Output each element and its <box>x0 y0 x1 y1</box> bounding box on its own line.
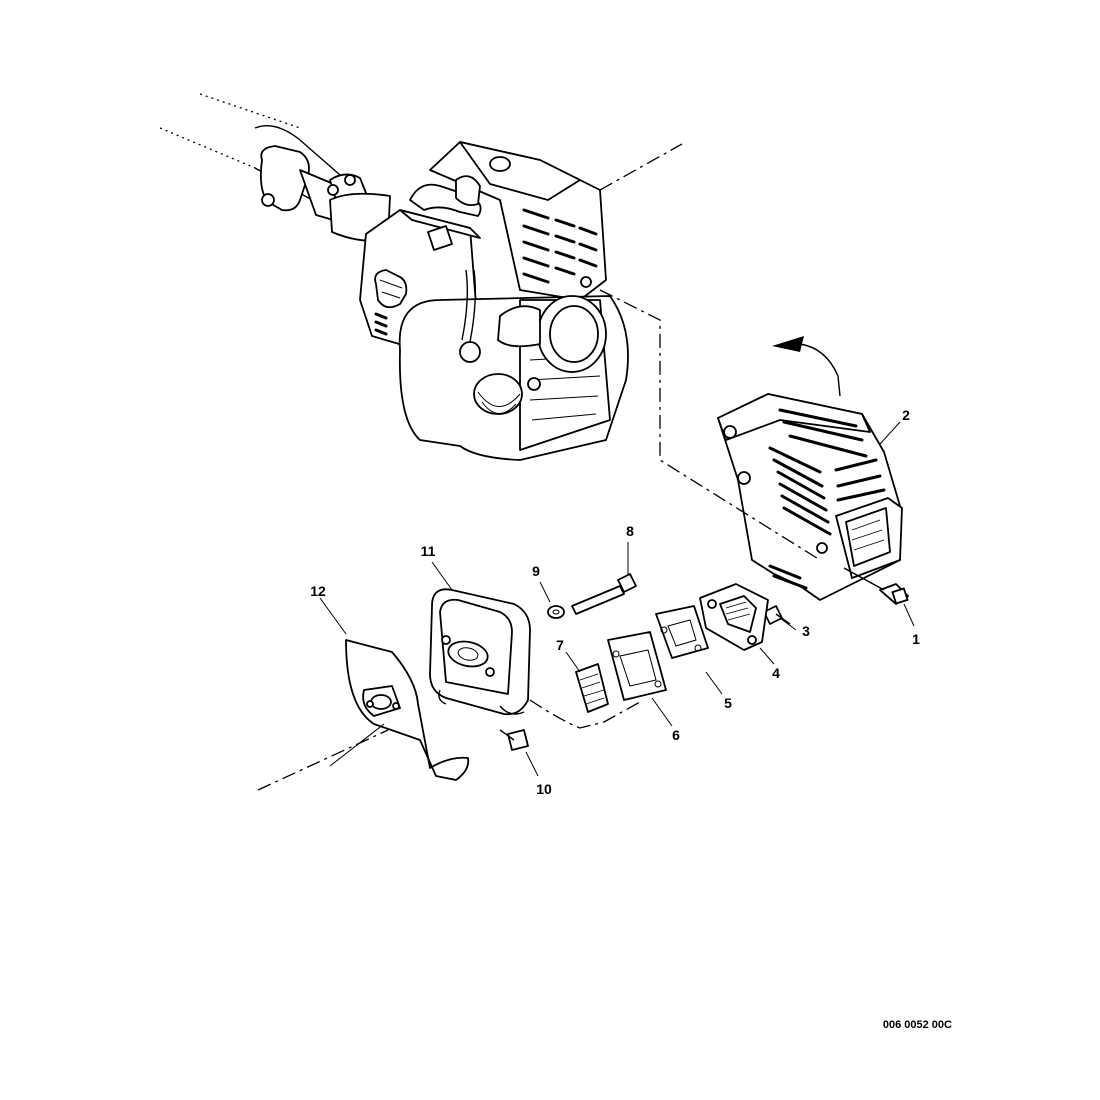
part-5-gasket <box>655 605 709 659</box>
part-10-bolt <box>499 729 529 751</box>
callout-7: 7 <box>556 637 564 653</box>
part-8-bolt <box>571 573 637 615</box>
callout-5: 5 <box>724 695 732 711</box>
callout-1: 1 <box>912 631 920 647</box>
callout-2: 2 <box>902 407 910 423</box>
part-6-gasket <box>607 631 667 701</box>
part-9-washer <box>547 605 565 619</box>
cylinder-fins <box>522 208 598 284</box>
callout-11: 11 <box>421 543 436 559</box>
part-4-plate <box>699 583 769 651</box>
part-1-screw <box>843 567 909 605</box>
part-7-screen <box>575 663 609 713</box>
cover-vents <box>768 408 886 590</box>
callout-3: 3 <box>802 623 810 639</box>
callout-4: 4 <box>772 665 780 681</box>
part-11-muffler <box>429 588 531 716</box>
rotation-arrow <box>772 336 841 397</box>
callout-8: 8 <box>626 523 634 539</box>
callout-6: 6 <box>672 727 680 743</box>
callout-10: 10 <box>536 781 552 797</box>
callout-9: 9 <box>532 563 540 579</box>
engine-assembly <box>359 141 629 461</box>
callout-labels: 1 2 3 4 5 6 7 8 9 10 11 12 <box>310 407 920 797</box>
part-12-heat-shield <box>345 639 470 781</box>
part-2-muffler-cover <box>717 393 903 601</box>
alignment-lines <box>257 143 821 791</box>
document-id: 006 0052 00C <box>883 1019 952 1031</box>
drive-shaft <box>159 93 391 242</box>
leader-lines <box>319 421 915 777</box>
part-3-screw <box>763 605 791 625</box>
callout-12: 12 <box>310 583 326 599</box>
